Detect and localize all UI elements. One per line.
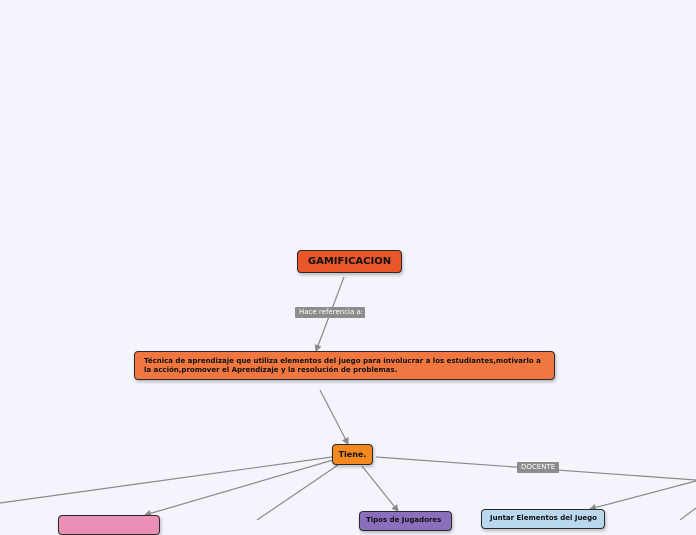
root-node-label: GAMIFICACION	[307, 256, 392, 267]
child-node-pink[interactable]	[58, 515, 160, 535]
link-tiene-pink	[143, 459, 334, 517]
link-docente-blue	[588, 480, 696, 511]
root-node-gamificacion[interactable]: GAMIFICACION	[297, 250, 402, 273]
child-node-tipos-jugadores[interactable]: Tipos de Jugadores	[359, 511, 452, 531]
link-tiene-purple	[361, 465, 399, 512]
definition-node[interactable]: Técnica de aprendizaje que utiliza eleme…	[134, 351, 555, 380]
definition-text: Técnica de aprendizaje que utiliza eleme…	[144, 357, 541, 374]
link-tiene-bottom	[256, 464, 339, 520]
link-definition-tiene	[319, 389, 349, 446]
edge-label-docente: DOCENTE	[517, 462, 559, 473]
child-node-purple-label: Tipos de Jugadores	[366, 516, 442, 524]
link-right-bottom	[679, 507, 696, 520]
link-tiene-left-offscreen	[0, 456, 333, 504]
tiene-label: Tiene.	[338, 450, 367, 459]
child-node-blue-label: Juntar Elementos del Juego	[490, 514, 597, 522]
tiene-node[interactable]: Tiene.	[332, 444, 373, 465]
edge-label-hace-referencia: Hace referencia a:	[295, 307, 365, 318]
child-node-juntar-elementos[interactable]: Juntar Elementos del Juego	[481, 509, 605, 529]
